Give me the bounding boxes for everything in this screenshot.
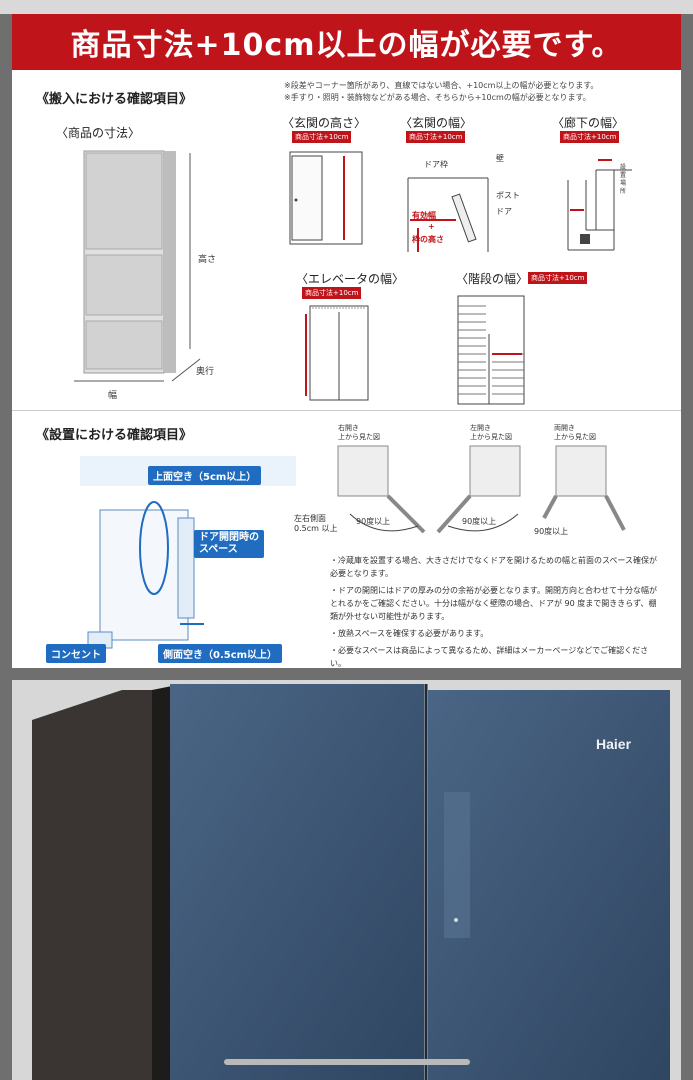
- brand-logo: Haier: [596, 736, 632, 752]
- top-strip: [0, 0, 693, 14]
- view-right-title: 右開き 上から見た図: [338, 424, 380, 441]
- entrance-height-label: 〈玄関の高さ〉: [282, 116, 367, 130]
- frame-height-label: 枠の高さ: [412, 235, 444, 244]
- elevator-width-label: 〈エレベータの幅〉: [296, 272, 405, 286]
- plus-label: +: [428, 222, 435, 231]
- entrance-width-diagram: [407, 177, 489, 252]
- info-panel: 商品寸法+10cm以上の幅が必要です。 《搬入における確認項目》 ※段差やコーナ…: [12, 14, 681, 668]
- side-note-label: 左右側面 0.5cm 以上: [294, 514, 338, 533]
- side-clearance-label: 側面空き（0.5cm以上）: [158, 644, 283, 663]
- view-right-angle: 90度以上: [356, 517, 391, 526]
- door-frame-label: ドア枠: [424, 160, 448, 169]
- door-space-label: ドア開閉時の スペース: [194, 530, 264, 558]
- wall-label: 壁: [496, 154, 504, 163]
- hallway-diagram: [567, 159, 632, 251]
- install-note-1: ・冷蔵庫を設置する場合、大きさだけでなくドアを開けるための幅と前面のスペース確保…: [330, 556, 658, 578]
- banner-title: 商品寸法+10cm以上の幅が必要です。: [12, 14, 681, 70]
- section-divider: [12, 410, 681, 411]
- view-left-title: 左開き 上から見た図: [470, 424, 512, 441]
- depth-label: 奥行: [196, 367, 215, 377]
- install-title: 《設置における確認項目》: [36, 428, 193, 443]
- carry-in-title: 《搬入における確認項目》: [36, 92, 193, 107]
- fridge-illustration: [74, 150, 201, 382]
- entrance-height-tag: 商品寸法+10cm: [292, 131, 352, 143]
- view-double-angle: 90度以上: [534, 527, 569, 536]
- fridge-photo-illustration: [32, 684, 670, 1080]
- width-label: 幅: [108, 391, 118, 401]
- effective-width-label: 有効幅: [412, 211, 436, 220]
- install-note-4: ・必要なスペースは商品によって異なるため、詳細はメーカーページなどでご確認くださ…: [330, 646, 649, 668]
- stair-diagram: [457, 295, 525, 405]
- height-label: 高さ: [198, 255, 217, 265]
- entrance-width-tag: 商品寸法+10cm: [406, 131, 466, 143]
- hallway-side-text: 設置場所: [620, 164, 627, 195]
- carry-in-note-1: ※段差やコーナー箇所があり、直線ではない場合、+10cm以上の幅が必要となります…: [284, 81, 599, 90]
- entrance-height-diagram: [289, 151, 363, 245]
- post-label: ポスト: [496, 191, 520, 200]
- install-note-3: ・放熱スペースを確保する必要があります。: [330, 629, 489, 638]
- top-clearance-label: 上面空き（5cm以上）: [148, 466, 262, 485]
- home-indicator[interactable]: [224, 1059, 470, 1065]
- outlet-label: コンセント: [46, 644, 106, 663]
- elevator-diagram: [305, 305, 369, 401]
- carry-in-note-2: ※手すり・照明・装飾物などがある場合、そちらから+10cmの幅が必要となります。: [284, 93, 591, 102]
- install-notes: ・冷蔵庫を設置する場合、大きさだけでなくドアを開けるための幅と前面のスペース確保…: [330, 554, 660, 668]
- install-note-2: ・ドアの開閉にはドアの厚みの分の余裕が必要となります。開閉方向と合わせて十分な幅…: [330, 586, 657, 621]
- view-left-angle: 90度以上: [462, 517, 497, 526]
- elevator-width-tag: 商品寸法+10cm: [302, 287, 362, 299]
- door-views-diagram: [337, 445, 626, 534]
- stair-width-tag: 商品寸法+10cm: [528, 272, 588, 284]
- entrance-width-label: 〈玄関の幅〉: [400, 116, 473, 130]
- product-size-label: 〈商品の寸法〉: [56, 126, 141, 140]
- hallway-width-tag: 商品寸法+10cm: [560, 131, 620, 143]
- door-label: ドア: [496, 207, 512, 216]
- hallway-width-label: 〈廊下の幅〉: [552, 116, 625, 130]
- product-photo: Haier: [12, 680, 681, 1080]
- stair-width-label: 〈階段の幅〉: [456, 272, 529, 286]
- install-diagram: [80, 456, 296, 649]
- view-double-title: 両開き 上から見た図: [554, 424, 596, 441]
